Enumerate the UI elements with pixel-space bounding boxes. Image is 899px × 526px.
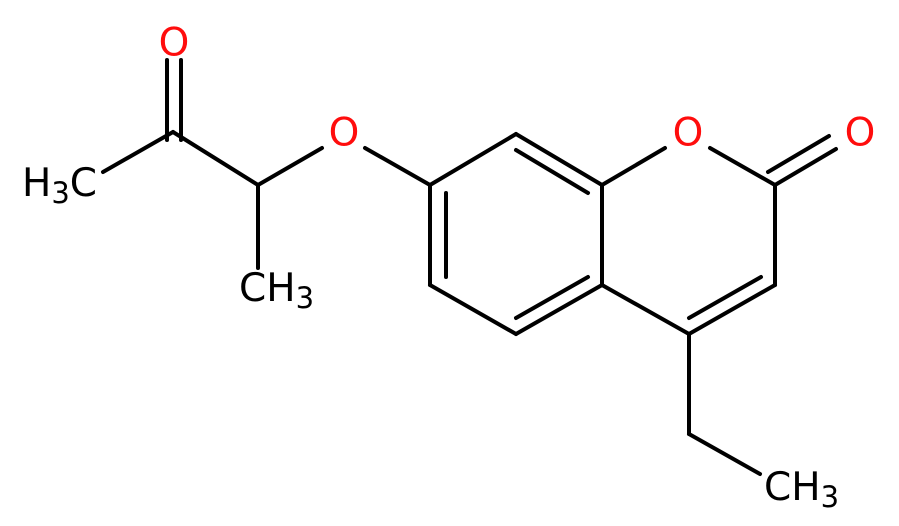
bond-ring-carbonyl-a xyxy=(773,147,838,187)
bond-ring-c8-c8a-inner xyxy=(514,148,590,195)
methyl-left-c: C xyxy=(70,161,97,206)
bond-ring-c8-c8a xyxy=(514,132,604,187)
bond-ring-c4a-c5 xyxy=(514,283,604,336)
methyl-side-label: CH3 xyxy=(239,266,314,316)
methyl-side-ch: CH xyxy=(239,266,296,311)
bond-ring-c4a-c5-inner xyxy=(514,275,590,320)
bond-methyl-carbonyl xyxy=(101,130,175,174)
bond-carbonyl-ch xyxy=(171,130,260,187)
oxygen-ether-label: O xyxy=(329,111,360,156)
ethyl-methyl-label: CH3 xyxy=(764,465,839,515)
bond-ring-c7-c8 xyxy=(428,132,518,187)
methyl-side-subscript: 3 xyxy=(296,281,314,315)
bond-ether-o-aryl xyxy=(363,146,432,187)
oxygen-ketone-label: O xyxy=(159,21,190,66)
methyl-left-label: H3C xyxy=(22,161,97,211)
bond-c3-c4-inner xyxy=(687,275,763,320)
bonds xyxy=(101,58,838,476)
bond-ring-carbonyl-b xyxy=(766,134,831,174)
bond-ring-o-c2 xyxy=(708,146,777,187)
atom-labels: O O O O H3C CH3 CH3 xyxy=(22,21,875,515)
bond-ch-ether-o xyxy=(256,146,324,187)
oxygen-ring-label: O xyxy=(673,111,704,156)
methyl-left-subscript: 3 xyxy=(51,176,69,210)
ethyl-methyl-ch: CH xyxy=(764,465,821,510)
bond-c3-c4 xyxy=(687,283,777,336)
ethyl-methyl-subscript: 3 xyxy=(821,480,839,514)
oxygen-carbonyl-label: O xyxy=(845,111,876,156)
bond-ring-c5-c6 xyxy=(428,283,518,336)
bond-ethyl-ch2-ch3 xyxy=(687,432,762,476)
bond-c8a-ring-o xyxy=(600,146,667,187)
methyl-left-h: H xyxy=(22,161,51,206)
bond-c4-c4a xyxy=(600,283,691,336)
